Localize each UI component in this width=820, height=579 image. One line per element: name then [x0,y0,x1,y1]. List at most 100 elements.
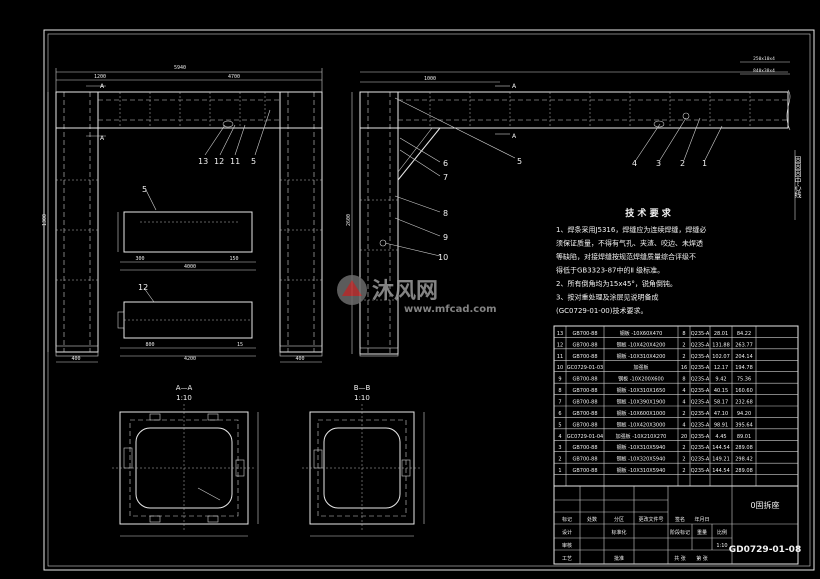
dim-front-right: 4700 [228,74,240,80]
bom-cell: Q235-A [691,411,710,417]
watermark: 沐风网 www.mfcad.com [337,275,497,315]
balloon-13: 13 [198,157,208,166]
bom-cell: GC0729-01-03 [567,365,603,371]
title-cell: 重量 [697,529,707,536]
balloon-10: 10 [438,253,448,262]
bom-cell: GB700-88 [572,468,597,474]
bom-cell: 2 [558,457,561,463]
bom-cell: 204.14 [735,354,753,360]
bom-cell: GB700-88 [572,411,597,417]
bom-cell: 12 [557,342,563,348]
bom-table [553,325,799,487]
bom-cell: 2 [682,342,685,348]
tech-line: 须保证质量，不得有气孔、夹渣、咬边、未焊透 [556,239,703,248]
balloon-5b: 5 [517,157,522,166]
title-cell: 共 张 [674,555,686,562]
title-cell: 审核 [562,542,572,549]
bom-cell: 47.10 [714,411,728,417]
bom-cell: Q235-A [691,365,710,371]
dim-front-foot-l: 400 [71,356,80,362]
bom-cell: 4.45 [715,434,726,440]
bom-cell: 102.07 [712,354,730,360]
section-a-scale: 1:10 [176,394,192,402]
tech-heading: 技 术 要 求 [625,207,671,219]
drawing-number: GD0729-01-08 [729,545,801,555]
tech-line: (GC0729-01-00)技术要求。 [556,306,647,315]
balloon-6: 6 [443,159,448,168]
left-column [55,91,99,353]
bom-cell: 1 [558,468,561,474]
part12-dim-a: 800 [145,342,154,348]
bom-cell: 7 [558,400,561,406]
dim-side-note1: 250x10x4 [753,56,775,62]
title-cell: 年月日 [694,516,709,523]
bom-cell: Q235-A [691,342,710,348]
bom-cell: 2 [682,468,685,474]
bom-cell: 钢板 -10X420X3000 [617,421,666,428]
cut-mark-a1: A [100,83,105,90]
bom-cell: 98.91 [714,422,728,428]
bom-cell: 94.20 [737,411,751,417]
bom-cell: 13 [557,331,563,337]
bom-cell: 钢板 -10X600X1000 [617,410,666,417]
bom-cell: 232.68 [735,400,753,406]
bom-cell: 395.64 [735,422,753,428]
bom-cell: GB700-88 [572,388,597,394]
bom-cell: 钢板 -10X390X1900 [617,399,666,406]
part5-dim-len: 4000 [184,264,196,270]
section-b-label: B—B [354,384,371,392]
title-cell: 分区 [614,516,624,523]
bom-cell: 298.42 [735,457,753,463]
bom-cell: 钢板 -10X60X470 [620,330,663,337]
bom-cell: 160.60 [735,388,753,394]
bom-cell: 钢板 -10X310X1650 [617,387,666,394]
bom-cell: 加强板 -10X210X270 [616,433,667,440]
bom-cell: GC0729-01-04 [567,434,603,440]
title-cell: 1:10 [716,543,727,549]
detail-parts [117,189,256,357]
title-block [553,485,799,565]
title-cell: 工艺 [562,556,572,562]
front-view [47,68,323,363]
bom-cell: GB700-88 [572,331,597,337]
bom-cell: 4 [682,388,685,394]
dim-side-top: 1000 [424,76,436,82]
bom-cell: Q235-A [691,354,710,360]
bom-cell: 11 [557,354,563,360]
section-a-label: A—A [176,384,193,392]
bom-cell: GB700-88 [572,342,597,348]
bom-cell: 钢板 -10X310X5940 [617,467,666,474]
bom-cell: Q235-A [691,468,710,474]
bom-cell: 4 [682,422,685,428]
tech-line: 3、按对重处理及涂层见说明备成 [556,293,658,302]
side-view [351,61,796,357]
watermark-url: www.mfcad.com [404,304,497,315]
bom-cell: Q235-A [691,400,710,406]
bom-cell: 2 [682,411,685,417]
tech-line: 1、焊条采用J5316，焊缝应为连续焊缝，焊缝必 [556,225,706,234]
sheet-border [43,29,815,571]
bom-cell: 6 [558,411,561,417]
bom-cell: 钢板 -10X200X600 [618,376,664,383]
bom-cell: 16 [681,365,687,371]
bom-cell: 131.88 [712,342,730,348]
title-cell: 处数 [587,516,597,523]
bom-cell: GB700-88 [572,457,597,463]
dim-front-foot-r: 400 [295,356,304,362]
bom-cell: Q235-A [691,457,710,463]
section-b-scale: 1:10 [354,394,370,402]
bom-cell: 20 [681,434,687,440]
part12-balloon: 12 [138,283,148,292]
bom-cell: 8 [682,377,685,383]
bom-cell: 263.77 [735,342,753,348]
bom-cell: 149.21 [712,457,730,463]
bom-cell: Q235-A [691,434,710,440]
bom-cell: GB700-88 [572,400,597,406]
watermark-brand: 沐风网 [372,279,438,304]
balloon-12: 12 [214,157,224,166]
dim-side-note2: 840x38x4 [753,68,775,74]
bom-cell: 钢板 -10X310X4200 [617,353,666,360]
balloon-7: 7 [443,173,448,182]
